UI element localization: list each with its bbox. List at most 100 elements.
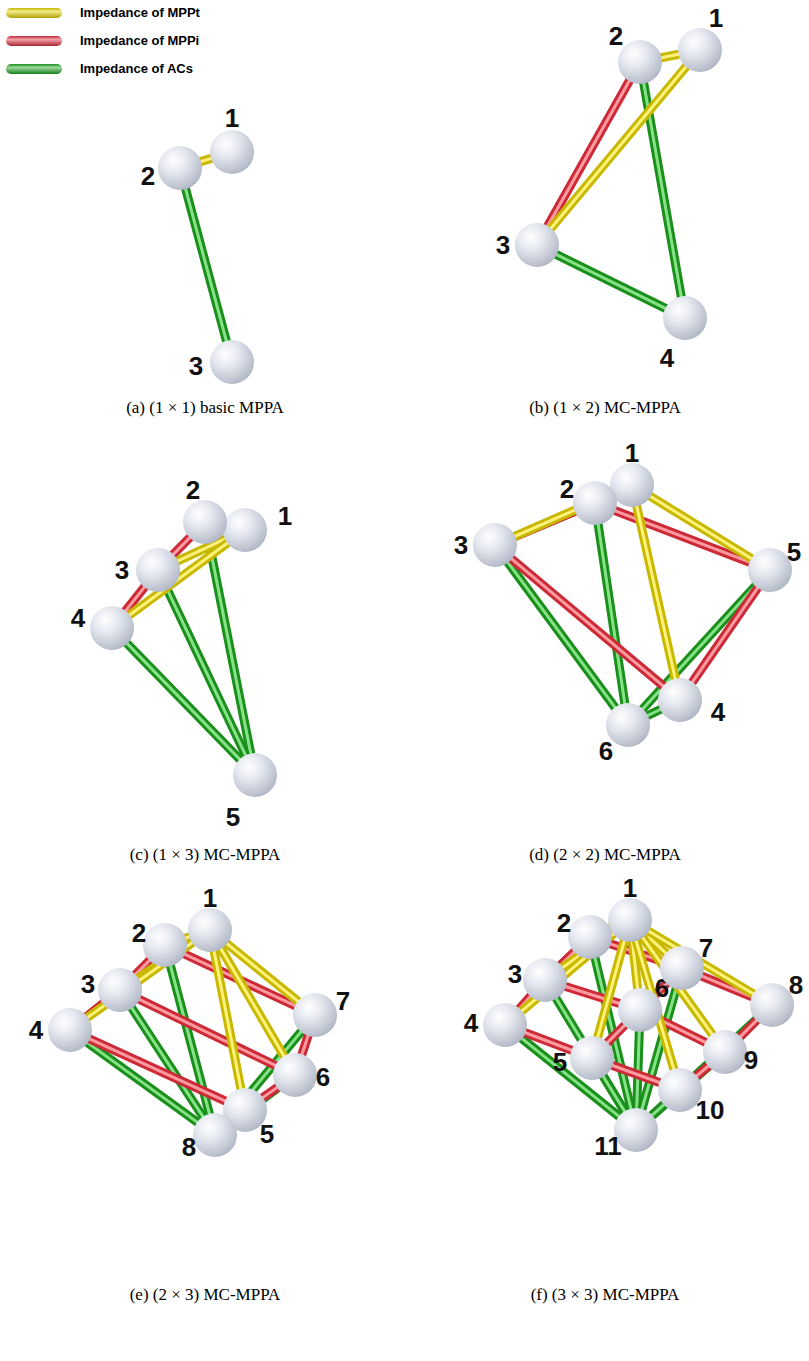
atom-sphere: 3 (515, 223, 559, 267)
node-number: 1 (225, 105, 239, 131)
bond-body (127, 541, 229, 616)
bond-highlight (554, 253, 668, 309)
atom-sphere: 7 (293, 993, 337, 1037)
bond-highlight (738, 1018, 758, 1038)
node-number: 4 (660, 345, 674, 371)
atom-sphere: 1 (188, 908, 232, 952)
bond-body (738, 1018, 758, 1038)
node-number: 2 (609, 23, 623, 49)
atom-sphere: 4 (90, 606, 134, 650)
bond-highlight (225, 942, 300, 1003)
legend-label: Impedance of MPPi (80, 32, 199, 50)
node-number: 1 (709, 5, 723, 31)
node-number: 7 (699, 935, 713, 961)
node-number: 2 (132, 920, 146, 946)
bond-highlight (185, 186, 227, 343)
node-number: 4 (464, 1010, 478, 1036)
impedance-bond (691, 586, 759, 685)
bond-body (610, 1064, 662, 1083)
atom-sphere: 3 (210, 340, 254, 384)
bond-body (185, 186, 227, 343)
node-number: 8 (789, 972, 803, 998)
node-number: 3 (81, 971, 95, 997)
bond-body (87, 1038, 227, 1102)
impedance-bond (127, 541, 229, 616)
subfigure-caption: (e) (2 × 3) MC-MPPA (130, 1285, 281, 1305)
bond-highlight (605, 1023, 626, 1044)
node-number: 1 (203, 885, 217, 911)
bond-body (605, 1023, 626, 1044)
atom-sphere: 1 (210, 130, 254, 174)
impedance-bond (598, 522, 625, 706)
bond-body (166, 587, 247, 758)
impedance-bond (185, 186, 227, 343)
node-number: 10 (696, 1097, 725, 1123)
atom-sphere: 1 (678, 28, 722, 72)
bond-highlight (166, 587, 247, 758)
atom-sphere: 2 (568, 915, 612, 959)
atom-sphere: 3 (98, 968, 142, 1012)
atom-sphere: 3 (136, 548, 180, 592)
bond-body (554, 253, 668, 309)
node-number: 4 (71, 605, 85, 631)
impedance-bond (636, 504, 676, 682)
node-number: 3 (189, 353, 203, 379)
atom-sphere: 4 (48, 1008, 92, 1052)
atom-sphere: 2 (143, 923, 187, 967)
atom-sphere: 6 (618, 988, 662, 1032)
legend-swatch (6, 8, 62, 18)
impedance-bond (738, 1018, 758, 1038)
impedance-bond (602, 1074, 626, 1114)
subfigure-caption: (c) (1 × 3) MC-MPPA (130, 845, 281, 865)
atom-sphere: 8 (750, 983, 794, 1027)
node-number: 9 (744, 1047, 758, 1073)
legend-swatch (6, 64, 62, 74)
impedance-bond (225, 942, 300, 1003)
node-number: 3 (115, 557, 129, 583)
atom-sphere: 4 (658, 678, 702, 722)
node-number: 1 (625, 440, 639, 466)
bond-highlight (648, 495, 754, 560)
node-number: 7 (336, 988, 350, 1014)
bond-body (691, 586, 759, 685)
bond-highlight (610, 1064, 662, 1083)
node-number: 11 (594, 1133, 622, 1159)
node-number: 2 (560, 476, 574, 502)
bond-highlight (127, 541, 229, 616)
legend-label: Impedance of ACs (80, 60, 193, 78)
bond-body (549, 65, 688, 231)
impedance-bond (166, 587, 247, 758)
impedance-bond (610, 1064, 662, 1083)
bond-body (648, 495, 754, 560)
atom-sphere: 4 (483, 1003, 527, 1047)
bond-highlight (87, 1038, 227, 1102)
node-number: 6 (599, 738, 613, 764)
bond-highlight (691, 586, 759, 685)
node-number: 5 (787, 539, 801, 565)
node-number: 2 (186, 477, 200, 503)
atom-sphere: 1 (608, 898, 652, 942)
impedance-bond (87, 1038, 227, 1102)
node-number: 3 (496, 232, 510, 258)
node-number: 1 (278, 503, 292, 529)
node-number: 4 (711, 699, 725, 725)
atom-sphere: 6 (273, 1053, 317, 1097)
bond-body (510, 557, 666, 688)
atom-sphere: 8 (193, 1113, 237, 1157)
node-number: 3 (508, 961, 522, 987)
node-number: 1 (623, 875, 637, 901)
atom-sphere: 5 (570, 1036, 614, 1080)
bond-highlight (549, 65, 688, 231)
legend-entry: Impedance of MPPt (6, 4, 200, 22)
bond-highlight (636, 504, 676, 682)
atom-sphere: 2 (183, 500, 227, 544)
impedance-bond (510, 557, 666, 688)
bond-highlight (602, 1074, 626, 1114)
bond-highlight (125, 642, 242, 762)
atom-sphere: 7 (660, 946, 704, 990)
atom-sphere: 1 (223, 508, 267, 552)
node-number: 3 (454, 532, 468, 558)
atom-sphere: 4 (663, 296, 707, 340)
atom-sphere: 5 (233, 753, 277, 797)
node-number: 8 (182, 1134, 196, 1160)
